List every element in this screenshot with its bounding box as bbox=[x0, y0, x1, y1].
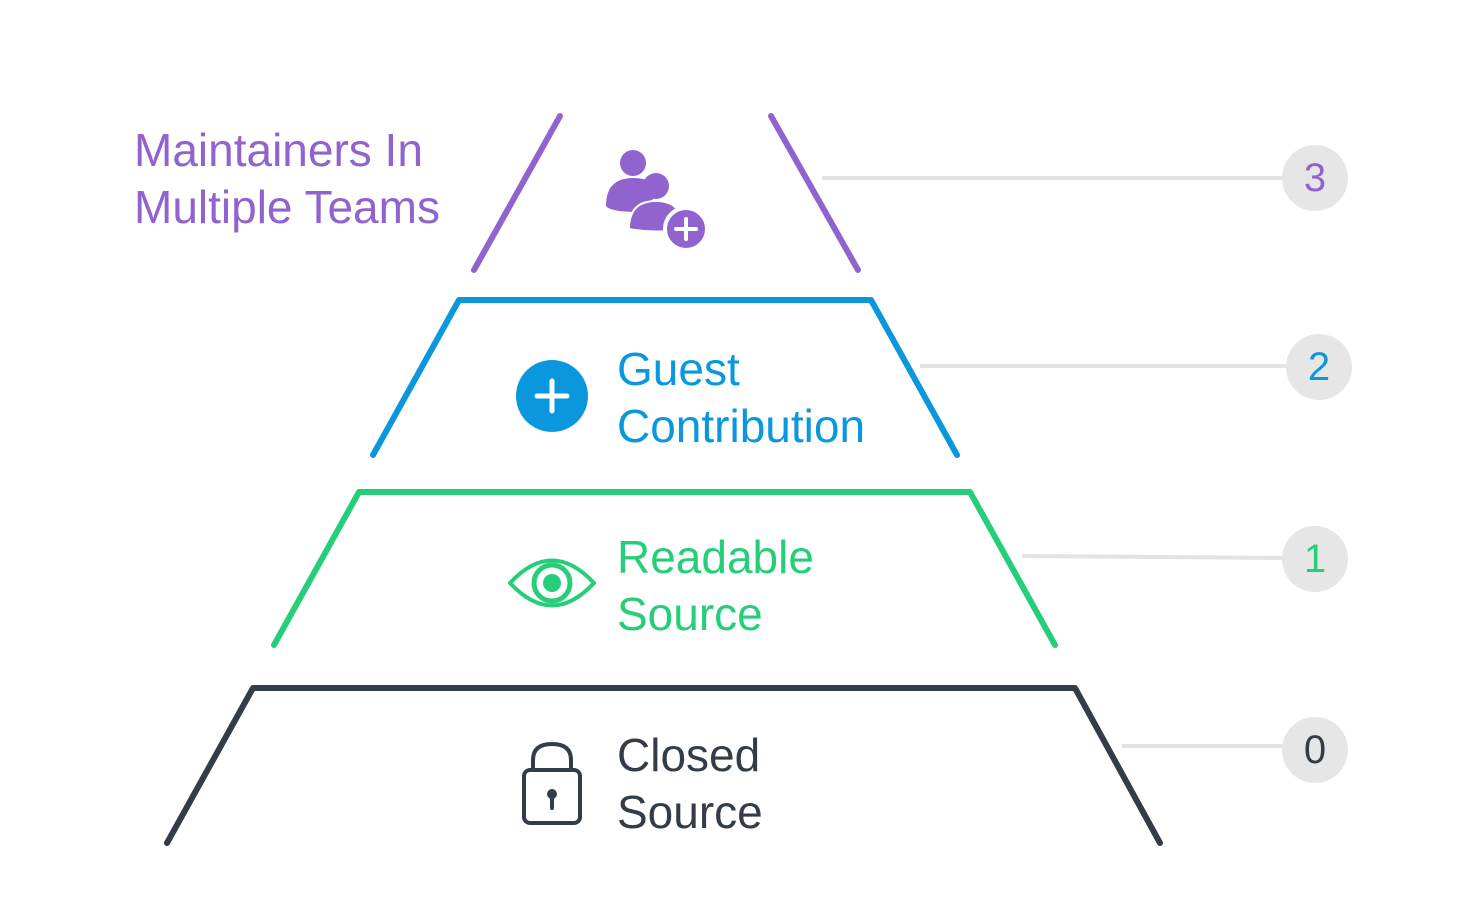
tier-2-label-line1: Guest bbox=[617, 343, 740, 395]
connector-line-1 bbox=[1021, 554, 1285, 560]
tier-0-label-line2: Source bbox=[617, 786, 763, 838]
user-group-add-icon bbox=[606, 150, 709, 252]
tier-1-label: Readable Source bbox=[617, 529, 814, 643]
tier-1-label-line1: Readable bbox=[617, 531, 814, 583]
lock-icon bbox=[522, 741, 582, 825]
tier-0-label-line1: Closed bbox=[617, 729, 761, 781]
tier-3-label-line1: Maintainers In bbox=[134, 124, 423, 176]
tier-3-left-edge bbox=[471, 113, 563, 273]
tier-2-label-line2: Contribution bbox=[617, 400, 866, 452]
tier-1-outline bbox=[271, 489, 1058, 648]
plus-circle-icon bbox=[516, 360, 588, 432]
tier-2-outline bbox=[370, 297, 960, 458]
tier-2-label: Guest Contribution bbox=[617, 341, 865, 455]
tier-0-outline bbox=[164, 685, 1163, 846]
tier-3 bbox=[471, 113, 861, 273]
tier-1-label-line2: Source bbox=[617, 588, 763, 640]
level-badge-3: 3 bbox=[1282, 145, 1348, 211]
level-badge-2: 2 bbox=[1286, 334, 1352, 400]
tier-3-right-edge bbox=[768, 113, 861, 273]
tier-3-label: Maintainers In Multiple Teams bbox=[134, 122, 440, 236]
tier-0-label: Closed Source bbox=[617, 727, 763, 841]
tier-3-label-line2: Multiple Teams bbox=[134, 181, 440, 233]
eye-icon bbox=[508, 558, 596, 608]
level-badge-1: 1 bbox=[1282, 526, 1348, 592]
level-badge-0: 0 bbox=[1282, 717, 1348, 783]
